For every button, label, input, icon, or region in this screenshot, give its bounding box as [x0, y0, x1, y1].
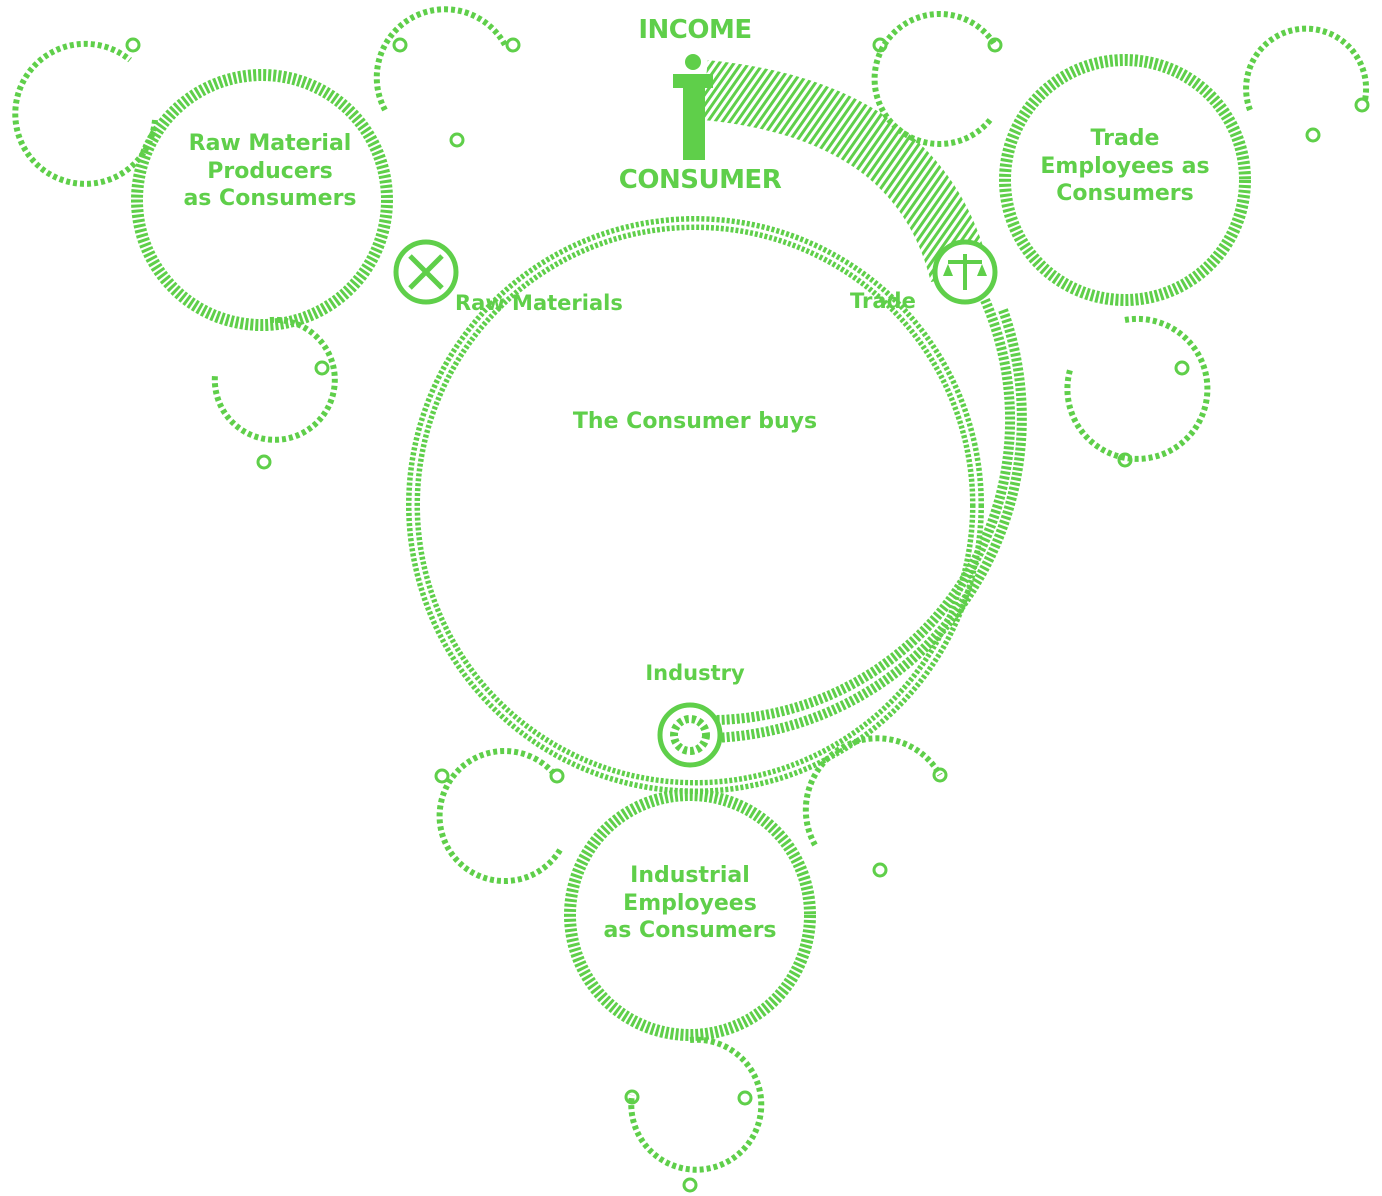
trade-employees-line-3: Consumers: [1056, 181, 1194, 206]
scales-icon: [932, 239, 998, 305]
raw-producers-line-2: Producers: [207, 158, 333, 184]
person-icon: [673, 54, 713, 160]
raw-producers-label: Raw Material Producers as Consumers: [175, 130, 365, 213]
main-circle: [406, 216, 984, 794]
trade-employees-label: Trade Employees as Consumers: [1035, 125, 1215, 208]
industrial-employees-label: Industrial Employees as Consumers: [600, 862, 780, 945]
consumer-label: CONSUMER: [618, 165, 782, 195]
income-flow-band: [702, 60, 1027, 743]
raw-producers-line-3: as Consumers: [183, 186, 357, 211]
industrial-employees-circle: [434, 735, 948, 1193]
raw-materials-label: Raw Materials: [455, 291, 623, 315]
industry-label: Industry: [645, 661, 745, 685]
center-label: The Consumer buys: [572, 409, 818, 434]
raw-producers-circle: [12, 6, 521, 470]
trade-employees-circle: [871, 10, 1370, 468]
industrial-employees-line-3: as Consumers: [603, 918, 777, 943]
industrial-employees-line-2: Employees: [623, 890, 757, 916]
gear-icon: [657, 702, 723, 768]
trade-employees-line-1: Trade: [1090, 126, 1160, 151]
trade-employees-line-2: Employees as: [1040, 153, 1210, 179]
raw-producers-line-1: Raw Material: [188, 131, 352, 156]
income-label: INCOME: [638, 15, 752, 45]
industrial-employees-line-1: Industrial: [630, 863, 750, 888]
trade-label: Trade: [850, 289, 916, 313]
hammer-pick-icon: [393, 239, 459, 305]
